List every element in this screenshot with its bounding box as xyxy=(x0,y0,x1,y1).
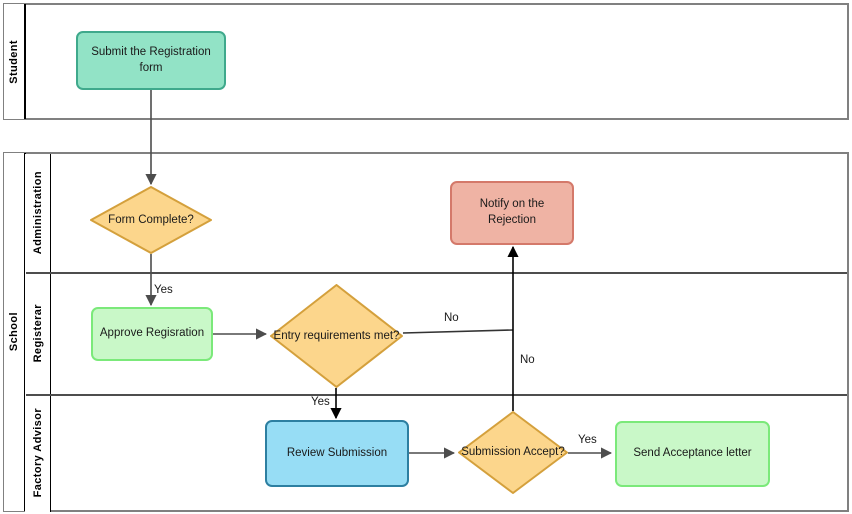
node-label-review-submission: Review Submission xyxy=(286,446,388,459)
diamond-shape-submission-accept xyxy=(458,411,568,494)
diamond-shape-form-complete xyxy=(90,186,212,254)
lane-label-registerar: Registerar xyxy=(31,303,44,363)
diamond-shape-entry-requirements-met xyxy=(270,284,403,388)
node-notify-rejection[interactable]: Notify on the Rejection xyxy=(450,181,574,245)
pool-header-school: School xyxy=(4,153,26,511)
lane-label-administration: Administration xyxy=(31,171,44,255)
node-submit-registration-form[interactable]: Submit the Registration form xyxy=(76,31,226,90)
node-label-notify-rejection: Notify on the Rejection xyxy=(479,198,545,226)
node-label-submit-registration-form: Submit the Registration form xyxy=(91,45,211,74)
lane-label-factory-advisor: Factory Advisor xyxy=(31,408,44,498)
pool-label-school: School xyxy=(8,312,20,352)
node-approve-registration[interactable]: Approve Regisration xyxy=(91,307,213,361)
lane-divider-factory-advisor xyxy=(26,394,847,396)
node-label-approve-registration: Approve Regisration xyxy=(99,327,205,340)
node-send-acceptance-letter[interactable]: Send Acceptance letter xyxy=(615,421,770,487)
edge-label-edge-submission-accept-no: No xyxy=(520,354,535,366)
edge-label-edge-entry-requirements-no: No xyxy=(444,312,459,324)
node-review-submission[interactable]: Review Submission xyxy=(265,420,409,487)
node-entry-requirements-met[interactable]: Entry requirements met? xyxy=(270,284,403,388)
lane-header-administration: Administration xyxy=(25,154,51,272)
edge-label-edge-submission-accept-yes: Yes xyxy=(578,434,597,446)
edge-label-edge-form-complete-to-approve: Yes xyxy=(154,284,173,296)
lane-header-factory-advisor: Factory Advisor xyxy=(25,394,51,512)
pool-label-student: Student xyxy=(8,39,20,84)
lane-divider-registerar xyxy=(26,272,847,274)
node-submission-accept[interactable]: Submission Accept? xyxy=(458,411,568,494)
lane-header-registerar: Registerar xyxy=(25,272,51,394)
pool-header-student: Student xyxy=(4,4,26,119)
node-label-send-acceptance-letter: Send Acceptance letter xyxy=(633,447,752,460)
edge-label-edge-entry-requirements-yes: Yes xyxy=(311,396,330,408)
node-form-complete[interactable]: Form Complete? xyxy=(90,186,212,254)
